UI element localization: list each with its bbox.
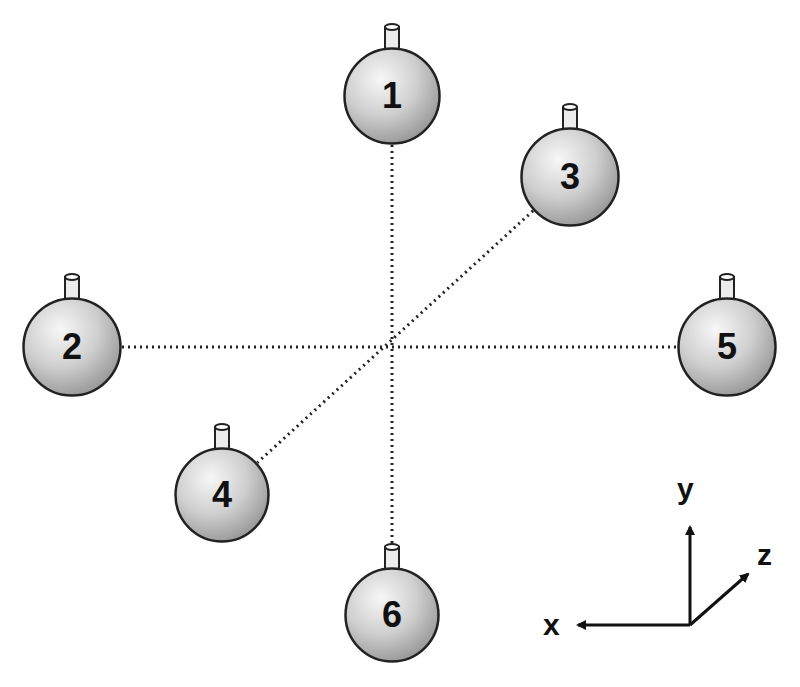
sphere-flask: 2: [22, 297, 122, 397]
sphere-number: 4: [174, 447, 270, 543]
sphere-flask: 6: [344, 567, 440, 663]
axis-label: z: [757, 540, 772, 570]
sphere-number: 3: [520, 127, 620, 227]
dotted-connector: [122, 346, 677, 349]
sphere-flask: 3: [520, 127, 620, 227]
sphere-number: 5: [677, 297, 777, 397]
axis-label: x: [543, 610, 560, 640]
sphere-number: 1: [343, 47, 441, 145]
sphere-flask: 1: [343, 47, 441, 145]
axis-label: y: [677, 474, 694, 504]
sphere-number: 6: [344, 567, 440, 663]
dotted-connector: [257, 211, 533, 463]
sphere-flask: 4: [174, 447, 270, 543]
sphere-flask: 5: [677, 297, 777, 397]
sphere-number: 2: [22, 297, 122, 397]
dotted-connector: [391, 145, 394, 567]
